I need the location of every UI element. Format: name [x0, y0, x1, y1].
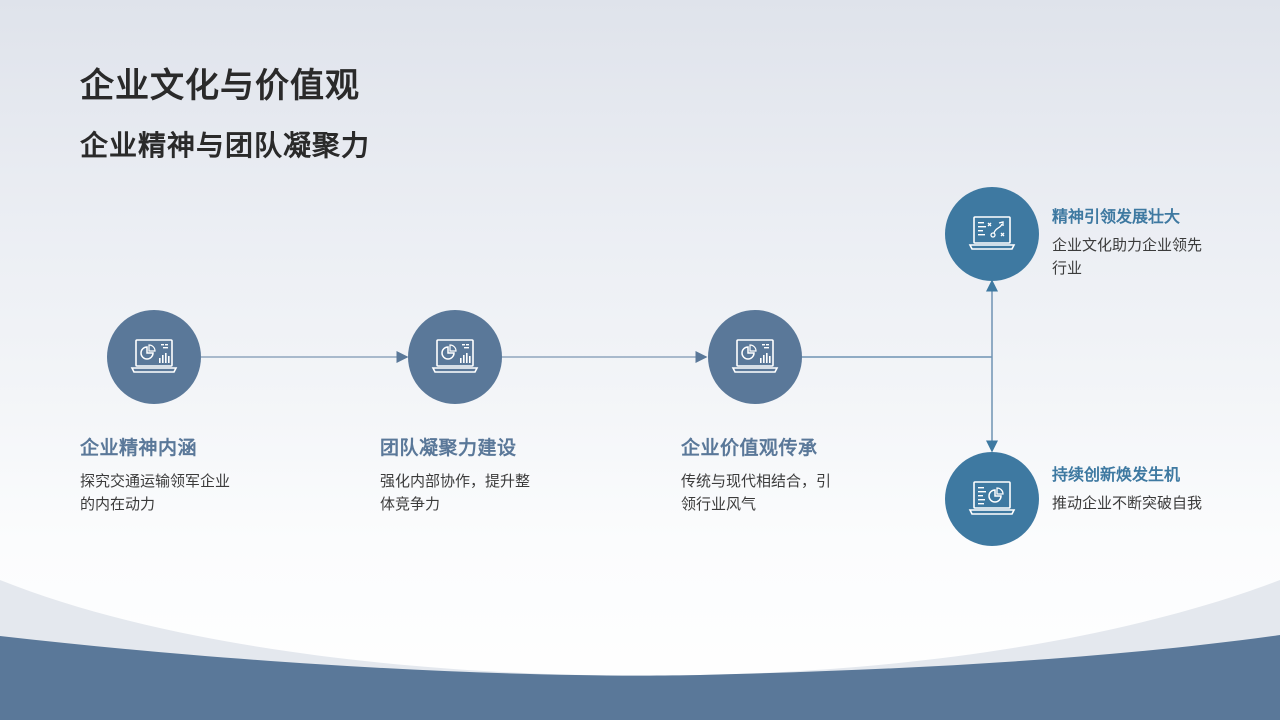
step-1-desc: 探究交通运输领军企业的内在动力	[80, 472, 231, 513]
step-2-title: 团队凝聚力建设	[380, 437, 517, 459]
page-title: 企业文化与价值观	[80, 66, 360, 106]
branch-1-desc: 企业文化助力企业领先行业	[1052, 236, 1203, 277]
branch-1-title: 精神引领发展壮大	[1052, 207, 1181, 226]
laptop-chart-icon	[731, 339, 779, 373]
laptop-chart-icon	[130, 339, 178, 373]
branch-2-desc: 推动企业不断突破自我	[1052, 494, 1203, 512]
page-subtitle: 企业精神与团队凝聚力	[80, 129, 371, 162]
step-3-desc: 传统与现代相结合，引领行业风气	[681, 472, 832, 513]
branch-2-title: 持续创新焕发生机	[1052, 465, 1181, 484]
branch-2-node	[945, 452, 1039, 546]
step-2-desc: 强化内部协作，提升整体竞争力	[380, 472, 531, 513]
step-3-title: 企业价值观传承	[681, 437, 818, 459]
laptop-strategy-icon	[968, 216, 1016, 250]
step-3-node	[708, 310, 802, 404]
step-2-node	[408, 310, 502, 404]
step-1-title: 企业精神内涵	[80, 437, 198, 459]
step-1-node	[107, 310, 201, 404]
laptop-chart-icon	[431, 339, 479, 373]
branch-1-node	[945, 187, 1039, 281]
bottom-wave-decoration	[0, 580, 1280, 720]
laptop-report-icon	[968, 481, 1016, 515]
